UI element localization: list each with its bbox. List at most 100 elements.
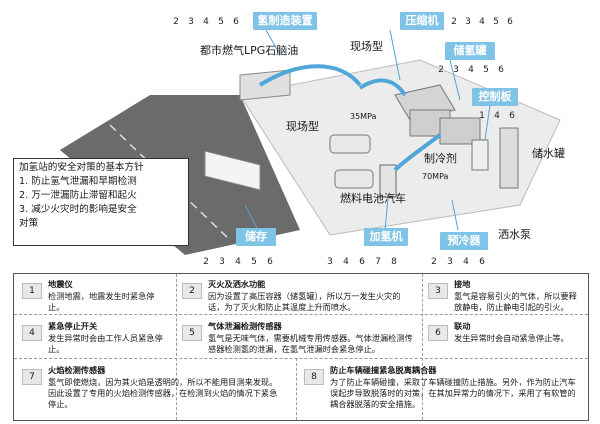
compressor-number-1: 2 — [451, 17, 457, 27]
flow-arrow-3 — [393, 133, 442, 172]
legend-title: 气体泄漏检测传感器 — [208, 321, 282, 331]
legend-divider — [422, 274, 423, 420]
top-number-1: 2 — [173, 17, 179, 27]
legend-item: 6 联动 发生异常时会自动紧急停止等。 — [428, 321, 583, 355]
top-number-4: 5 — [218, 17, 224, 27]
legend-title: 联动 — [454, 321, 471, 331]
tag-control-panel: 控制板 — [472, 88, 518, 106]
legend-number: 6 — [428, 325, 448, 341]
car-1 — [329, 134, 371, 154]
legend-title: 地震仪 — [48, 279, 73, 289]
top-number-2: 3 — [188, 17, 194, 27]
leader-line — [484, 104, 491, 141]
water-tank — [499, 127, 519, 189]
storage-number-2: 3 — [219, 257, 225, 267]
onsite-label-2: 现场型 — [286, 120, 319, 133]
control-panel-box — [471, 139, 489, 171]
legend-item: 3 接地 氢气是容易引火的气体，所以要释放静电，防止静电引起的引火。 — [428, 279, 583, 313]
leader-line — [449, 59, 461, 101]
legend-item: 1 地震仪 检测地震，地震发生时紧急停止。 — [22, 279, 170, 313]
leader-line — [384, 197, 389, 231]
flow-arrow-2 — [358, 78, 407, 97]
tank-number-3: 4 — [468, 65, 474, 75]
legend-desc: 因为设置了高压容器（储氢罐），所以万一发生火灾的话，为了灭火和防止其温度上升而喷… — [208, 291, 401, 312]
policy-item-3: 3. 减少火灾时的影响是安全 — [19, 204, 137, 215]
car-2 — [334, 169, 374, 189]
legend-divider — [296, 358, 297, 420]
legend-title: 防止车辆碰撞紧急脱离耦合器 — [330, 365, 437, 375]
legend-item: 5 气体泄漏检测传感器 氢气是无味气体，需要机械专用传感器。气体泄漏检测传感器检… — [182, 321, 417, 355]
leader-line — [244, 204, 259, 231]
tank-number-5: 6 — [498, 65, 504, 75]
storage-number-3: 4 — [235, 257, 241, 267]
legend-number: 1 — [22, 283, 42, 299]
flow-arrow-1 — [258, 64, 362, 87]
dispenser-number-5: 8 — [391, 257, 397, 267]
tanker-truck — [204, 150, 261, 191]
dispenser-number-3: 6 — [359, 257, 365, 267]
leader-line — [389, 29, 401, 81]
dispenser-number-1: 3 — [327, 257, 333, 267]
fuel-cell-car-label: 燃料电池汽车 — [340, 192, 406, 205]
tank-number-2: 3 — [453, 65, 459, 75]
tag-dispenser: 加氢机 — [364, 228, 408, 246]
legend-item: 7 火焰检测传感器 氢气即使燃烧，因为其火焰是透明的，所以不能用目测来发现。因此… — [22, 365, 284, 417]
legend-number: 5 — [182, 325, 202, 341]
policy-item-2: 2. 万一泄漏防止滞留和起火 — [19, 190, 137, 201]
precool-number-3: 4 — [463, 257, 469, 267]
legend-divider — [176, 274, 177, 420]
legend-number: 7 — [22, 369, 42, 385]
tank-number-1: 2 — [438, 65, 444, 75]
tag-storage-tank: 储氢罐 — [445, 42, 495, 60]
legend-divider — [14, 314, 588, 315]
legend-number: 3 — [428, 283, 448, 299]
control-number-2: 4 — [494, 111, 500, 121]
precool-number-2: 3 — [447, 257, 453, 267]
tag-storage: 储存 — [236, 228, 276, 246]
sprinkler-pump-label: 洒水泵 — [498, 228, 531, 241]
precool-number-1: 2 — [431, 257, 437, 267]
tag-hydrogen-production: 氢制造装置 — [253, 12, 317, 30]
storage-tank-bank — [409, 109, 481, 145]
legend-desc: 发生异常时会由工作人员紧急停止。 — [48, 333, 163, 354]
top-number-3: 4 — [203, 17, 209, 27]
legend-title: 紧急停止开关 — [48, 321, 98, 331]
legend-desc: 氢气是容易引火的气体，所以要释放静电，防止静电引起的引火。 — [454, 291, 577, 312]
compressor-number-3: 4 — [479, 17, 485, 27]
legend-number: 8 — [304, 369, 324, 385]
precool-number-4: 6 — [479, 257, 485, 267]
storage-number-4: 5 — [251, 257, 257, 267]
legend-desc: 为了防止车辆碰撞，采取了车辆碰撞防止措施。另外，作为防止汽车误起步导致脱落时的对… — [330, 377, 576, 409]
tag-pre-cooling: 预冷器 — [440, 232, 488, 250]
city-gas-label: 都市燃气LPG石脑油 — [200, 44, 299, 57]
safety-policy-box: 加氢站的安全对策的基本方针 1. 防止氢气泄漏和早期检测 2. 万一泄漏防止滞留… — [13, 158, 189, 246]
legend-title: 火焰检测传感器 — [48, 365, 106, 375]
dispenser-number-2: 4 — [343, 257, 349, 267]
compressor-number-4: 5 — [493, 17, 499, 27]
legend-number: 4 — [22, 325, 42, 341]
storage-number-5: 6 — [267, 257, 273, 267]
legend-divider — [14, 358, 588, 359]
compressor-number-2: 3 — [465, 17, 471, 27]
legend-title: 接地 — [454, 279, 471, 289]
tank-number-4: 5 — [483, 65, 489, 75]
control-number-3: 6 — [509, 111, 515, 121]
legend-number: 2 — [182, 283, 202, 299]
tag-compressor: 压缩机 — [400, 12, 444, 30]
policy-item-4: 对策 — [19, 218, 39, 229]
pressure-35-label: 35MPa — [350, 112, 377, 121]
legend-title: 灭火及洒水功能 — [208, 279, 266, 289]
dispenser-unit — [379, 164, 397, 198]
pressure-70-label: 70MPa — [422, 172, 449, 181]
leader-line — [265, 29, 281, 56]
storage-number-1: 2 — [203, 257, 209, 267]
legend-desc: 发生异常时会自动紧急停止等。 — [454, 333, 569, 343]
top-number-5: 6 — [233, 17, 239, 27]
policy-item-1: 1. 防止氢气泄漏和早期检测 — [19, 176, 137, 187]
policy-title: 加氢站的安全对策的基本方针 — [19, 162, 144, 173]
legend-desc: 氢气是无味气体，需要机械专用传感器。气体泄漏检测传感器检测氢的泄漏，在氢气泄漏时… — [208, 333, 413, 354]
control-number-1: 1 — [479, 111, 485, 121]
compressor-number-5: 6 — [507, 17, 513, 27]
legend-item: 4 紧急停止开关 发生异常时会由工作人员紧急停止。 — [22, 321, 170, 355]
legend-desc: 检测地震，地震发生时紧急停止。 — [48, 291, 155, 312]
